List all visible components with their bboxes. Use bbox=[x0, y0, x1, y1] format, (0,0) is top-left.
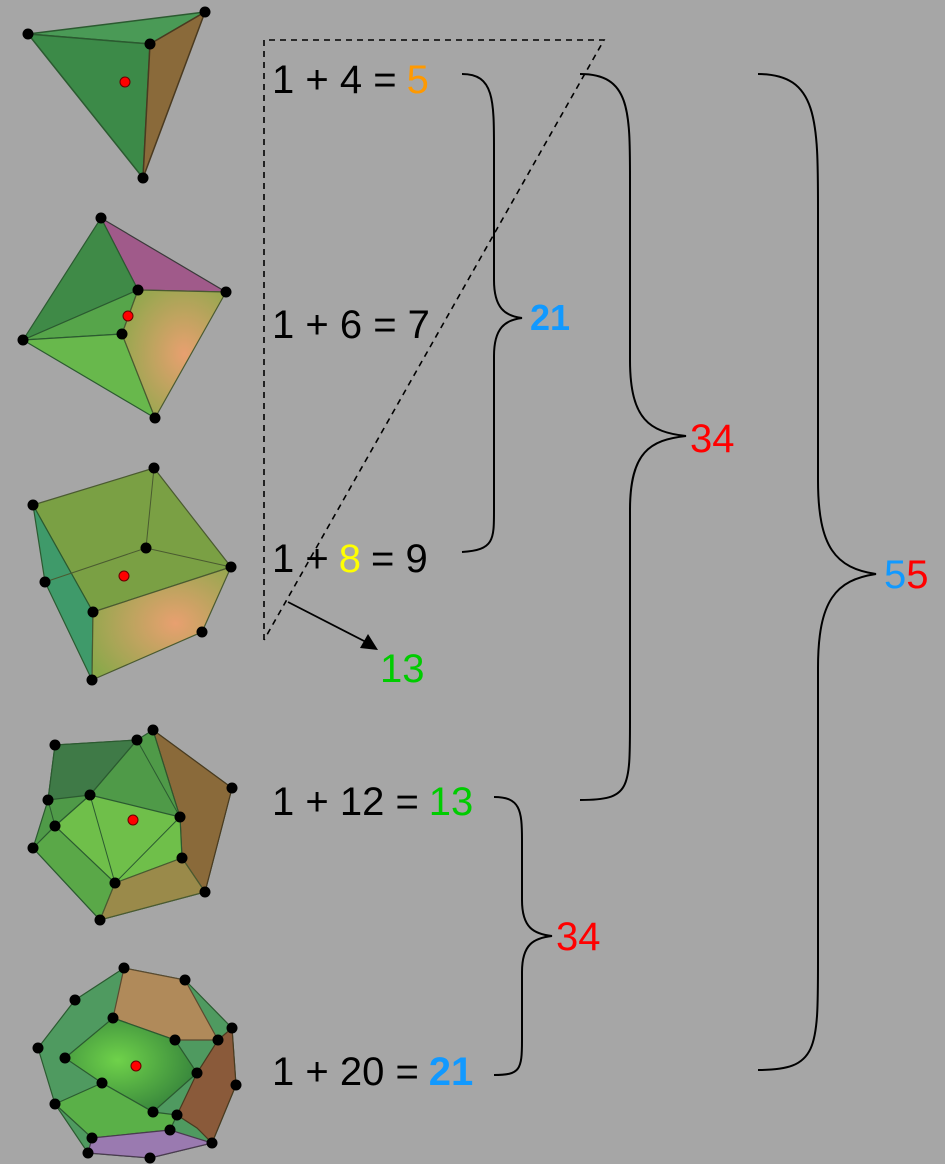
vertex-dot bbox=[147, 1106, 159, 1118]
center-dot bbox=[118, 570, 130, 582]
vertex-dot bbox=[149, 412, 161, 424]
vertex-dot bbox=[230, 1079, 242, 1091]
vertex-dot bbox=[69, 994, 81, 1006]
vertex-dot bbox=[42, 794, 54, 806]
vertex-dot bbox=[140, 542, 152, 554]
cube bbox=[27, 462, 237, 686]
vertex-dot bbox=[176, 852, 188, 864]
brace-middle-sum: 34 bbox=[690, 417, 735, 461]
vertex-dot bbox=[164, 1124, 176, 1136]
vertex-dot bbox=[118, 962, 130, 974]
vertex-dot bbox=[27, 499, 39, 511]
vertex-dot bbox=[27, 842, 39, 854]
center-dot bbox=[130, 1060, 142, 1072]
vertex-dot bbox=[107, 1012, 119, 1024]
vertex-dot bbox=[220, 286, 232, 298]
vertex-dot bbox=[131, 734, 143, 746]
vertex-dot bbox=[212, 1034, 224, 1046]
vertex-dot bbox=[191, 1067, 203, 1079]
vertex-dot bbox=[148, 462, 160, 474]
vertex-dot bbox=[39, 576, 51, 588]
vertex-dot bbox=[86, 1132, 98, 1144]
vertex-dot bbox=[171, 1109, 183, 1121]
vertex-dot bbox=[179, 974, 191, 986]
vertex-dot bbox=[32, 1042, 44, 1054]
dashed-triangle bbox=[263, 39, 606, 641]
tetra-face-front bbox=[26, 33, 151, 181]
octahedron bbox=[17, 212, 232, 424]
center-dot bbox=[122, 310, 134, 322]
equation-dodecahedron-result: 21 bbox=[429, 1050, 474, 1094]
vertex-dot bbox=[147, 724, 159, 736]
dashed-triangle-outline bbox=[263, 39, 606, 641]
brace-bottom-sum: 34 bbox=[556, 915, 601, 959]
vertex-dot bbox=[22, 28, 34, 40]
tetrahedron bbox=[22, 6, 211, 184]
brace-bottom bbox=[493, 796, 553, 1076]
arrow-result-label: 13 bbox=[380, 647, 425, 691]
dodeca-face-top bbox=[112, 967, 220, 1041]
vertex-dot bbox=[94, 914, 106, 926]
vertex-dot bbox=[226, 1022, 238, 1034]
arrow bbox=[287, 601, 378, 650]
vertex-dot bbox=[49, 1098, 61, 1110]
tetra-face-side bbox=[142, 10, 207, 179]
equation-cube-highlight: 8 bbox=[339, 537, 361, 581]
equation-icosahedron-result: 13 bbox=[429, 780, 474, 824]
center-dot bbox=[127, 814, 139, 826]
brace-top bbox=[461, 73, 523, 553]
brace-middle bbox=[579, 73, 687, 801]
vertex-dot bbox=[59, 1052, 71, 1064]
dodecahedron bbox=[32, 962, 242, 1164]
vertex-dot bbox=[116, 328, 128, 340]
icosahedron bbox=[27, 724, 238, 926]
vertex-dot bbox=[174, 811, 186, 823]
vertex-dot bbox=[226, 782, 238, 794]
vertex-dot bbox=[109, 877, 121, 889]
equation-tetrahedron-result: 5 bbox=[407, 58, 429, 102]
equation-octahedron: 1 + 6 = 7 bbox=[272, 303, 430, 347]
vertex-dot bbox=[169, 1034, 181, 1046]
vertex-dot bbox=[199, 6, 211, 18]
equation-cube: 1 +8= 9 bbox=[272, 537, 428, 581]
equation-tetrahedron: 1 + 4 =5 bbox=[272, 58, 429, 102]
vertex-dot bbox=[84, 789, 96, 801]
vertex-dot bbox=[86, 674, 98, 686]
grand-total: 55 bbox=[884, 553, 929, 597]
vertex-dot bbox=[225, 561, 237, 573]
vertex-dot bbox=[196, 626, 208, 638]
equation-icosahedron: 1 + 12 =13 bbox=[272, 780, 473, 824]
vertex-dot bbox=[87, 606, 99, 618]
cube-hidden-edge bbox=[145, 467, 155, 549]
vertex-dot bbox=[144, 38, 156, 50]
vertex-dot bbox=[82, 1147, 94, 1159]
dodeca-face-right bbox=[176, 1026, 237, 1145]
vertex-dot bbox=[95, 212, 107, 224]
brace-outer bbox=[757, 73, 877, 1071]
vertex-dot bbox=[49, 820, 61, 832]
vertex-dot bbox=[137, 172, 149, 184]
vertex-dot bbox=[49, 739, 61, 751]
vertex-dot bbox=[206, 1137, 218, 1149]
center-dot bbox=[119, 76, 131, 88]
brace-top-sum: 21 bbox=[530, 297, 570, 338]
vertex-dot bbox=[199, 886, 211, 898]
equation-dodecahedron: 1 + 20 =21 bbox=[272, 1050, 473, 1094]
vertex-dot bbox=[17, 334, 29, 346]
vertex-dot bbox=[132, 284, 144, 296]
vertex-dot bbox=[96, 1077, 108, 1089]
vertex-dot bbox=[144, 1152, 156, 1164]
